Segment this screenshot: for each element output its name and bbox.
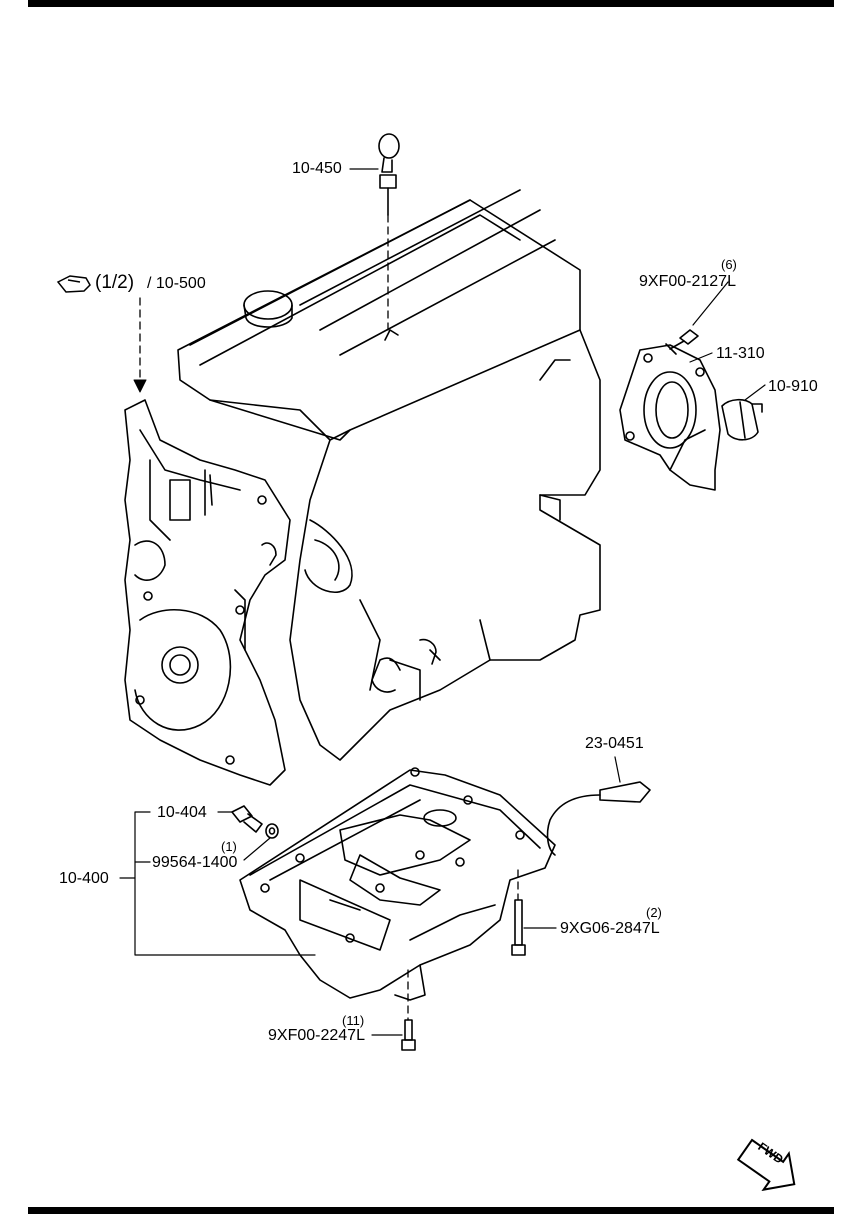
- long-bolt: [511, 899, 526, 956]
- drain-plug-label: 10-404: [157, 804, 207, 821]
- dipstick-label: 10-450: [292, 160, 342, 177]
- oil-pan-label: 10-400: [59, 870, 109, 887]
- washer-qty: (1): [221, 839, 237, 854]
- fwd-arrow-icon: [736, 1138, 796, 1192]
- washer: [265, 823, 279, 839]
- rear-cover: [619, 344, 721, 491]
- timing-chain-cover: [124, 399, 291, 786]
- bolt-2-label: 9XG06-2847L: [560, 920, 660, 937]
- oil-dipstick: [378, 133, 400, 216]
- bolt-11-label: 9XF00-2247L: [268, 1027, 365, 1044]
- bolt-2-qty: (2): [646, 905, 662, 920]
- bolt-6-qty: (6): [721, 257, 737, 272]
- reference-icon: [56, 275, 91, 293]
- reference-part-label: / 10-500: [147, 275, 206, 292]
- top-rule: [28, 0, 834, 7]
- drain-plug: [231, 805, 263, 833]
- engine-block: [177, 189, 601, 761]
- washer-label: 99564-1400: [152, 854, 238, 871]
- oil-level-sensor: [546, 781, 651, 856]
- oil-sensor-label: 23-0451: [585, 735, 644, 752]
- oil-pan: [239, 767, 556, 1001]
- bolt-11-qty: (11): [342, 1013, 365, 1028]
- reference-label[interactable]: (1/2): [95, 272, 135, 293]
- rear-cover-bolt: [665, 329, 699, 355]
- bolt-6-label: 9XF00-2127L: [639, 273, 736, 290]
- oil-seal-label: 10-910: [768, 378, 818, 395]
- bottom-rule: [28, 1207, 834, 1214]
- oil-pan-bolt: [401, 1019, 416, 1051]
- rear-cover-label: 11-310: [716, 345, 765, 362]
- oil-seal: [721, 398, 763, 441]
